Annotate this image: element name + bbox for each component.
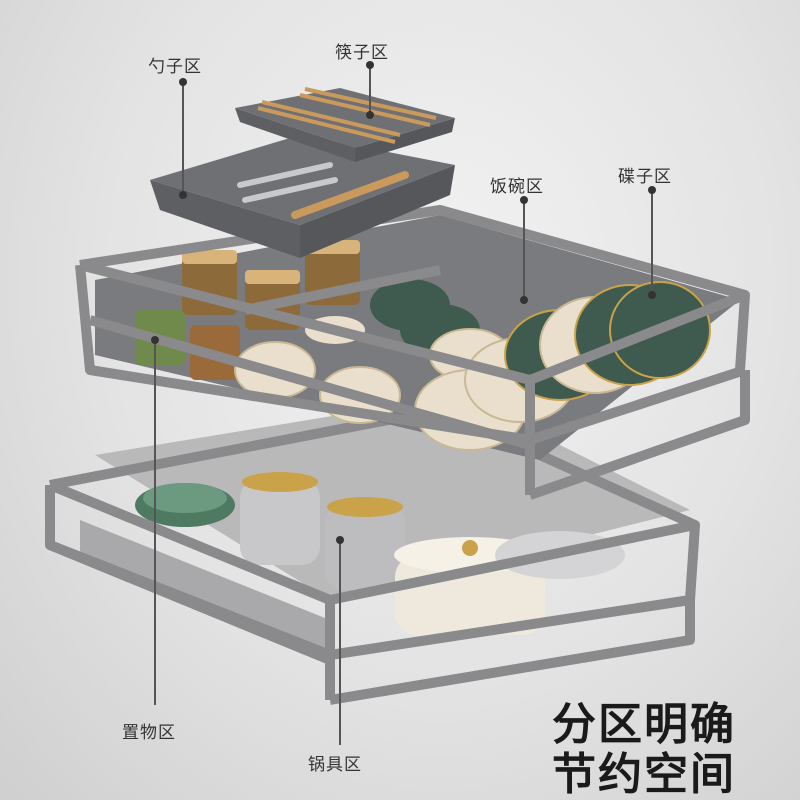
label-spoon-zone: 勺子区 [148, 57, 202, 77]
label-cookware-zone: 锅具区 [308, 755, 362, 775]
cutlery-tray [150, 135, 455, 258]
lower-basket [45, 395, 700, 705]
label-chopsticks-zone: 筷子区 [335, 43, 389, 63]
slogan-line-1: 分区明确 [552, 699, 736, 750]
leader-dots [151, 61, 656, 544]
chopstick-tray [235, 87, 455, 162]
rice-bowls [234, 279, 511, 424]
label-storage-zone: 置物区 [122, 723, 176, 743]
kettle-right [325, 505, 405, 590]
upper-basket [75, 205, 750, 500]
slogan-line-2: 节约空间 [552, 749, 736, 800]
label-dish-zone: 碟子区 [618, 167, 672, 187]
kettle-left [240, 480, 320, 565]
leader-lines [154, 65, 653, 745]
label-rice-bowl-zone: 饭碗区 [490, 177, 544, 197]
dish-plates [414, 281, 711, 451]
